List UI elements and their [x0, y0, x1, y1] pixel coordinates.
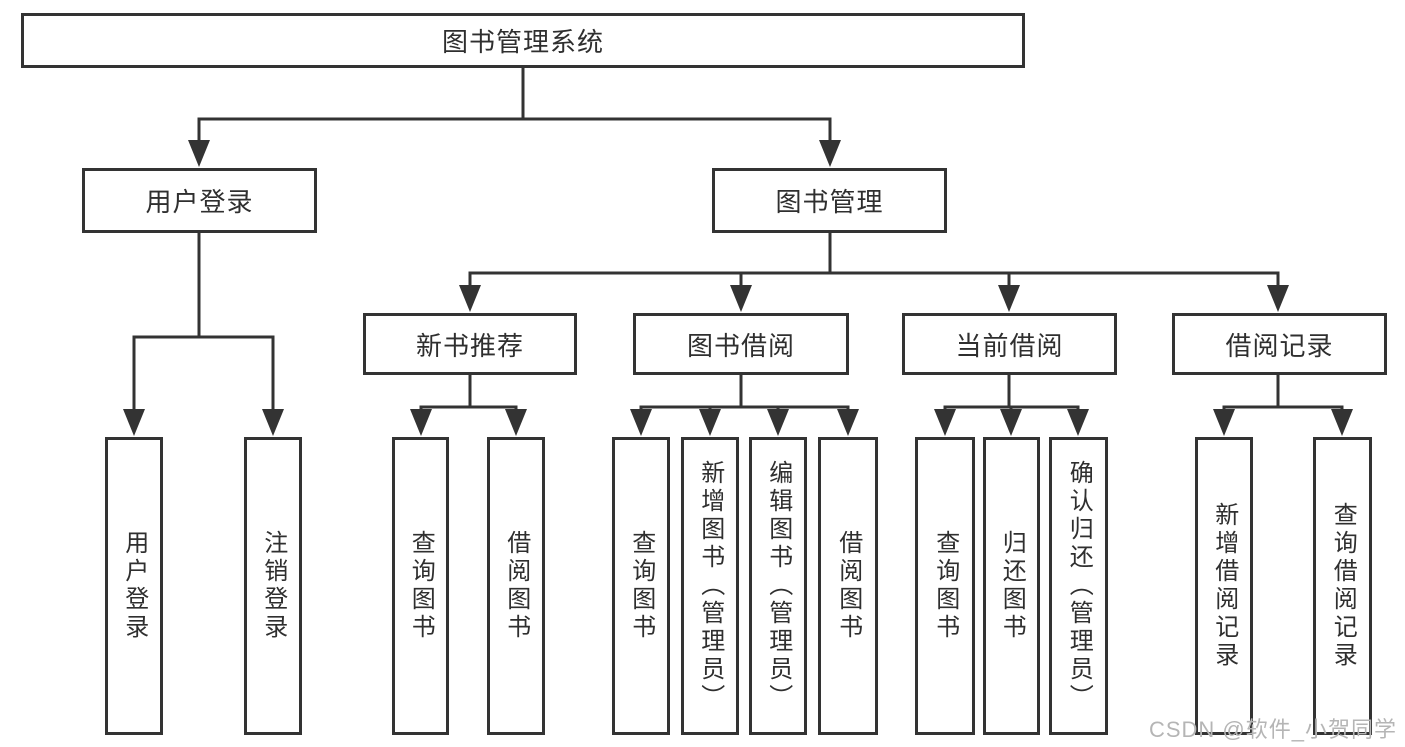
- node-root-label: 图书管理系统: [441, 27, 604, 57]
- node-user-login-label: 用户登录: [145, 187, 254, 217]
- leaf-logout-login-label: 注销登录: [259, 530, 287, 642]
- connector-book-borrow-to-leaves: [639, 375, 850, 414]
- connector-root-to-level2: [197, 68, 832, 144]
- arrow-icon: [123, 409, 145, 436]
- leaf-return-books-label: 归还图书: [998, 530, 1026, 642]
- node-user-login: 用户登录: [82, 168, 317, 233]
- arrow-icon: [1000, 409, 1022, 436]
- watermark: CSDN @软件_小贺同学: [1148, 717, 1397, 742]
- arrow-icon: [819, 140, 841, 167]
- arrow-icon: [998, 285, 1020, 312]
- leaf-borrow-books-recommend: 借阅图书: [487, 437, 545, 735]
- connector-new-book-to-leaves: [419, 375, 518, 414]
- node-book-management-label: 图书管理: [775, 187, 884, 217]
- leaf-add-books-admin: 新增图书（管理员）: [681, 437, 739, 735]
- connector-user-login-to-leaves: [132, 233, 275, 414]
- leaf-query-books-recommend: 查询图书: [392, 437, 449, 735]
- arrow-icon: [1331, 409, 1353, 436]
- node-new-book-recommend-label: 新书推荐: [415, 330, 524, 361]
- node-book-borrowing: 图书借阅: [633, 313, 849, 375]
- leaf-user-login: 用户登录: [105, 437, 163, 735]
- leaf-borrow-books-recommend-label: 借阅图书: [502, 530, 530, 642]
- arrow-icon: [410, 409, 432, 436]
- leaf-add-borrow-record: 新增借阅记录: [1195, 437, 1253, 735]
- arrowheads: [123, 140, 1353, 436]
- node-borrowing-records-label: 借阅记录: [1225, 330, 1334, 361]
- node-root: 图书管理系统: [21, 13, 1025, 68]
- arrow-icon: [1067, 409, 1089, 436]
- leaf-query-books-borrowing: 查询图书: [612, 437, 670, 735]
- leaf-add-books-admin-label: 新增图书（管理员）: [696, 460, 724, 712]
- leaf-edit-books-admin-label: 编辑图书（管理员）: [764, 460, 792, 712]
- arrow-icon: [262, 409, 284, 436]
- arrow-icon: [459, 285, 481, 312]
- leaf-confirm-return-admin: 确认归还（管理员）: [1049, 437, 1108, 735]
- arrow-icon: [1267, 285, 1289, 312]
- leaf-confirm-return-admin-label: 确认归还（管理员）: [1065, 460, 1093, 712]
- leaf-edit-books-admin: 编辑图书（管理员）: [749, 437, 807, 735]
- node-book-borrowing-label: 图书借阅: [686, 330, 795, 361]
- leaf-query-books-recommend-label: 查询图书: [407, 530, 435, 642]
- arrow-icon: [837, 409, 859, 436]
- connector-book-management-to-level3: [468, 233, 1280, 290]
- leaf-logout-login: 注销登录: [244, 437, 302, 735]
- leaf-query-books-current: 查询图书: [915, 437, 975, 735]
- node-book-management: 图书管理: [712, 168, 947, 233]
- arrow-icon: [767, 409, 789, 436]
- arrow-icon: [188, 140, 210, 167]
- arrow-icon: [630, 409, 652, 436]
- arrow-icon: [730, 285, 752, 312]
- connector-borrow-record-to-leaves: [1222, 375, 1344, 414]
- node-current-borrowing-label: 当前借阅: [955, 330, 1064, 361]
- arrow-icon: [505, 409, 527, 436]
- arrow-icon: [934, 409, 956, 436]
- leaf-borrow-books-borrowing: 借阅图书: [818, 437, 878, 735]
- node-new-book-recommend: 新书推荐: [363, 313, 577, 375]
- node-current-borrowing: 当前借阅: [902, 313, 1117, 375]
- leaf-query-books-current-label: 查询图书: [931, 530, 959, 642]
- leaf-user-login-label: 用户登录: [120, 530, 148, 642]
- leaf-query-books-borrowing-label: 查询图书: [627, 530, 655, 642]
- leaf-borrow-books-borrowing-label: 借阅图书: [834, 530, 862, 642]
- leaf-add-borrow-record-label: 新增借阅记录: [1210, 502, 1238, 670]
- leaf-return-books: 归还图书: [983, 437, 1040, 735]
- arrow-icon: [699, 409, 721, 436]
- arrow-icon: [1213, 409, 1235, 436]
- leaf-query-borrow-record: 查询借阅记录: [1313, 437, 1372, 735]
- leaf-query-borrow-record-label: 查询借阅记录: [1329, 502, 1357, 670]
- node-borrowing-records: 借阅记录: [1172, 313, 1387, 375]
- connector-current-borrow-to-leaves: [943, 375, 1080, 414]
